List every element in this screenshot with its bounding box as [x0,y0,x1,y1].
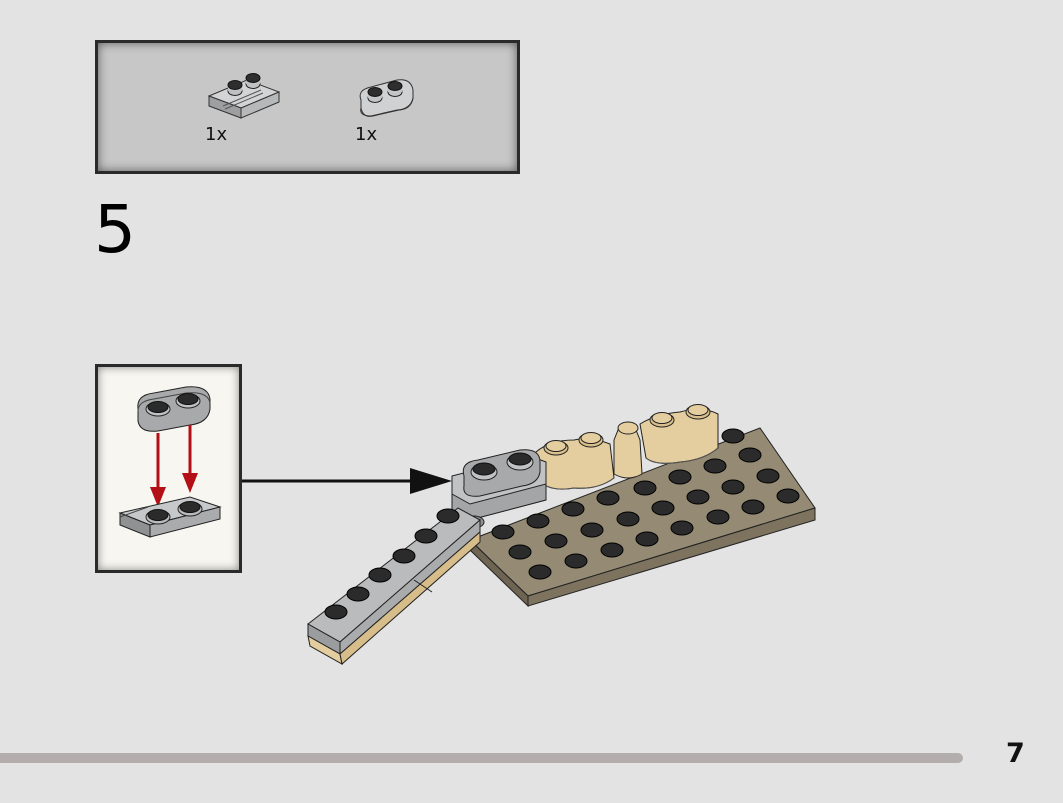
part-plate-rounded [353,76,423,126]
part-quantity: 1x [355,124,378,145]
attached-gray-plates [451,449,547,529]
substep-illustration [118,386,222,538]
dark-tan-base-plate [469,427,816,608]
part-plate-rail [203,68,283,128]
substep-callout [95,364,242,573]
tan-curved-bricks [535,404,719,490]
plate-rail-icon [207,73,281,119]
part-quantity: 1x [205,124,228,145]
callout-arrow-icon [410,468,452,494]
parts-list-box: 1x 1x [95,40,520,174]
angled-arm-plates [307,507,481,665]
plate-rounded-icon [359,79,414,117]
step-number: 5 [94,191,136,268]
page-progress-bar [0,753,963,763]
page-number: 7 [1006,738,1025,769]
